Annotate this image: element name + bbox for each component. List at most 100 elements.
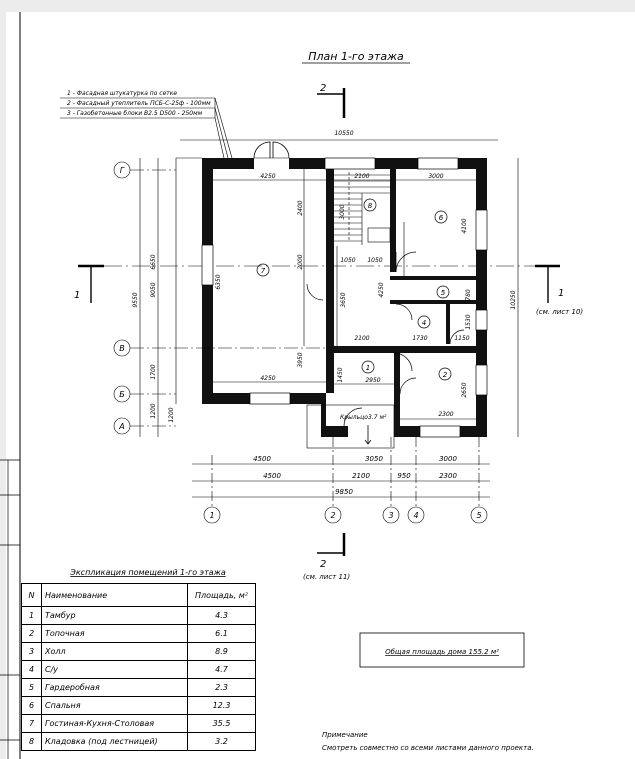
table-header-row: N Наименование Площадь, м² <box>21 583 256 607</box>
room-4-number: 4 <box>422 319 426 327</box>
dim-left-1700: 1700 <box>150 364 157 379</box>
note-2: 2 - Фасадный утеплитель ПСБ-С-25ф - 100м… <box>67 100 211 107</box>
dim-bottom-2d: 2300 <box>439 472 457 480</box>
dim-4250-bot: 4250 <box>260 375 275 382</box>
row-name: Гостиная-Кухня-Столовая <box>41 714 188 733</box>
dim-2650: 2650 <box>461 382 468 397</box>
col-axes <box>203 437 488 524</box>
dim-3000v: 3000 <box>339 204 346 219</box>
dim-2400: 2400 <box>297 200 304 215</box>
row-name: Тамбур <box>41 606 188 625</box>
dim-1050a: 1050 <box>340 257 355 264</box>
row-number: 5 <box>21 678 42 697</box>
row-area: 2.3 <box>187 678 256 697</box>
staircase <box>334 172 391 245</box>
room-markers: 1 2 5 4 6 7 8 <box>256 198 452 381</box>
section-bottom-ref: (см. лист 11) <box>303 573 350 581</box>
row-area: 8.9 <box>187 642 256 661</box>
dim-2950: 2950 <box>365 377 380 384</box>
axis-row-v: В <box>119 344 125 353</box>
axis-col-3: 3 <box>388 511 393 520</box>
row-area: 4.7 <box>187 660 256 679</box>
dim-left-6650: 6650 <box>150 254 157 269</box>
col-header-n: N <box>21 583 42 607</box>
row-area: 3.2 <box>187 732 256 751</box>
dim-1730: 1730 <box>412 335 427 342</box>
axis-row-a: А <box>118 422 124 431</box>
room-8-number: 8 <box>368 202 373 210</box>
total-area: Общая площадь дома 155.2 м² <box>385 648 499 656</box>
row-name: Спальня <box>41 696 188 715</box>
axis-col-4: 4 <box>413 511 418 520</box>
dim-4250v: 4250 <box>378 282 385 297</box>
row-number: 3 <box>21 642 42 661</box>
dim-bottom-1b: 3050 <box>365 455 383 463</box>
dim-3950: 3950 <box>297 352 304 367</box>
dim-6350: 6350 <box>215 274 222 289</box>
row-axes <box>113 161 330 435</box>
remark-title: Примечание <box>322 731 368 739</box>
row-area: 12.3 <box>187 696 256 715</box>
remark-text: Смотреть совместно со всеми листами данн… <box>322 744 534 752</box>
room-7-number: 7 <box>261 267 266 275</box>
dim-780: 780 <box>465 289 472 301</box>
section-bottom-label: 2 <box>320 559 326 570</box>
room-1-number: 1 <box>366 364 370 372</box>
axis-row-b: Б <box>119 390 125 399</box>
dim-2100-top: 2100 <box>354 173 369 180</box>
dim-left-total: 9550 <box>132 292 139 307</box>
dim-4100: 4100 <box>461 218 468 233</box>
row-number: 8 <box>21 732 42 751</box>
row-name: Гардеробная <box>41 678 188 697</box>
row-area: 4.3 <box>187 606 256 625</box>
dim-3000-top: 3000 <box>428 173 443 180</box>
dim-2000: 2000 <box>297 254 304 269</box>
row-name: С/у <box>41 660 188 679</box>
doors <box>306 251 465 427</box>
note-3: 3 - Газобетонные блоки В2.5 D500 - 250мм <box>67 110 203 117</box>
col-header-name: Наименование <box>41 583 188 607</box>
row-number: 2 <box>21 624 42 643</box>
section-right-ref: (см. лист 10) <box>536 308 583 316</box>
row-number: 6 <box>21 696 42 715</box>
dim-bottom-total: 9850 <box>335 488 353 496</box>
dim-left-1200a: 1200 <box>150 403 157 418</box>
dim-2300: 2300 <box>438 411 453 418</box>
dim-left-1200b: 1200 <box>168 407 175 422</box>
dim-bottom-1a: 4500 <box>253 455 271 463</box>
axis-col-1: 1 <box>209 511 214 520</box>
section-left-label: 1 <box>74 290 80 301</box>
dim-4250-top: 4250 <box>260 173 275 180</box>
dim-1450: 1450 <box>337 367 344 382</box>
porch-area: 3.7 м² <box>368 414 387 421</box>
section-right-label: 1 <box>558 288 564 299</box>
dim-1050b: 1050 <box>367 257 382 264</box>
porch-label: Крыльцо <box>340 414 368 421</box>
dim-2100-mid: 2100 <box>354 335 369 342</box>
row-name: Кладовка (под лестницей) <box>41 732 188 751</box>
axis-row-g: Г <box>120 166 125 175</box>
row-number: 1 <box>21 606 42 625</box>
axis-col-5: 5 <box>476 511 481 520</box>
room-5-number: 5 <box>441 289 446 297</box>
row-name: Топочная <box>41 624 188 643</box>
dim-right-total: 10250 <box>510 290 517 309</box>
dim-3650: 3650 <box>340 292 347 307</box>
dim-1530: 1530 <box>465 314 472 329</box>
dim-left-9050: 9050 <box>150 282 157 297</box>
row-number: 7 <box>21 714 42 733</box>
row-area: 6.1 <box>187 624 256 643</box>
dim-bottom-1c: 3000 <box>439 455 457 463</box>
row-name: Холл <box>41 642 188 661</box>
row-area: 35.5 <box>187 714 256 733</box>
